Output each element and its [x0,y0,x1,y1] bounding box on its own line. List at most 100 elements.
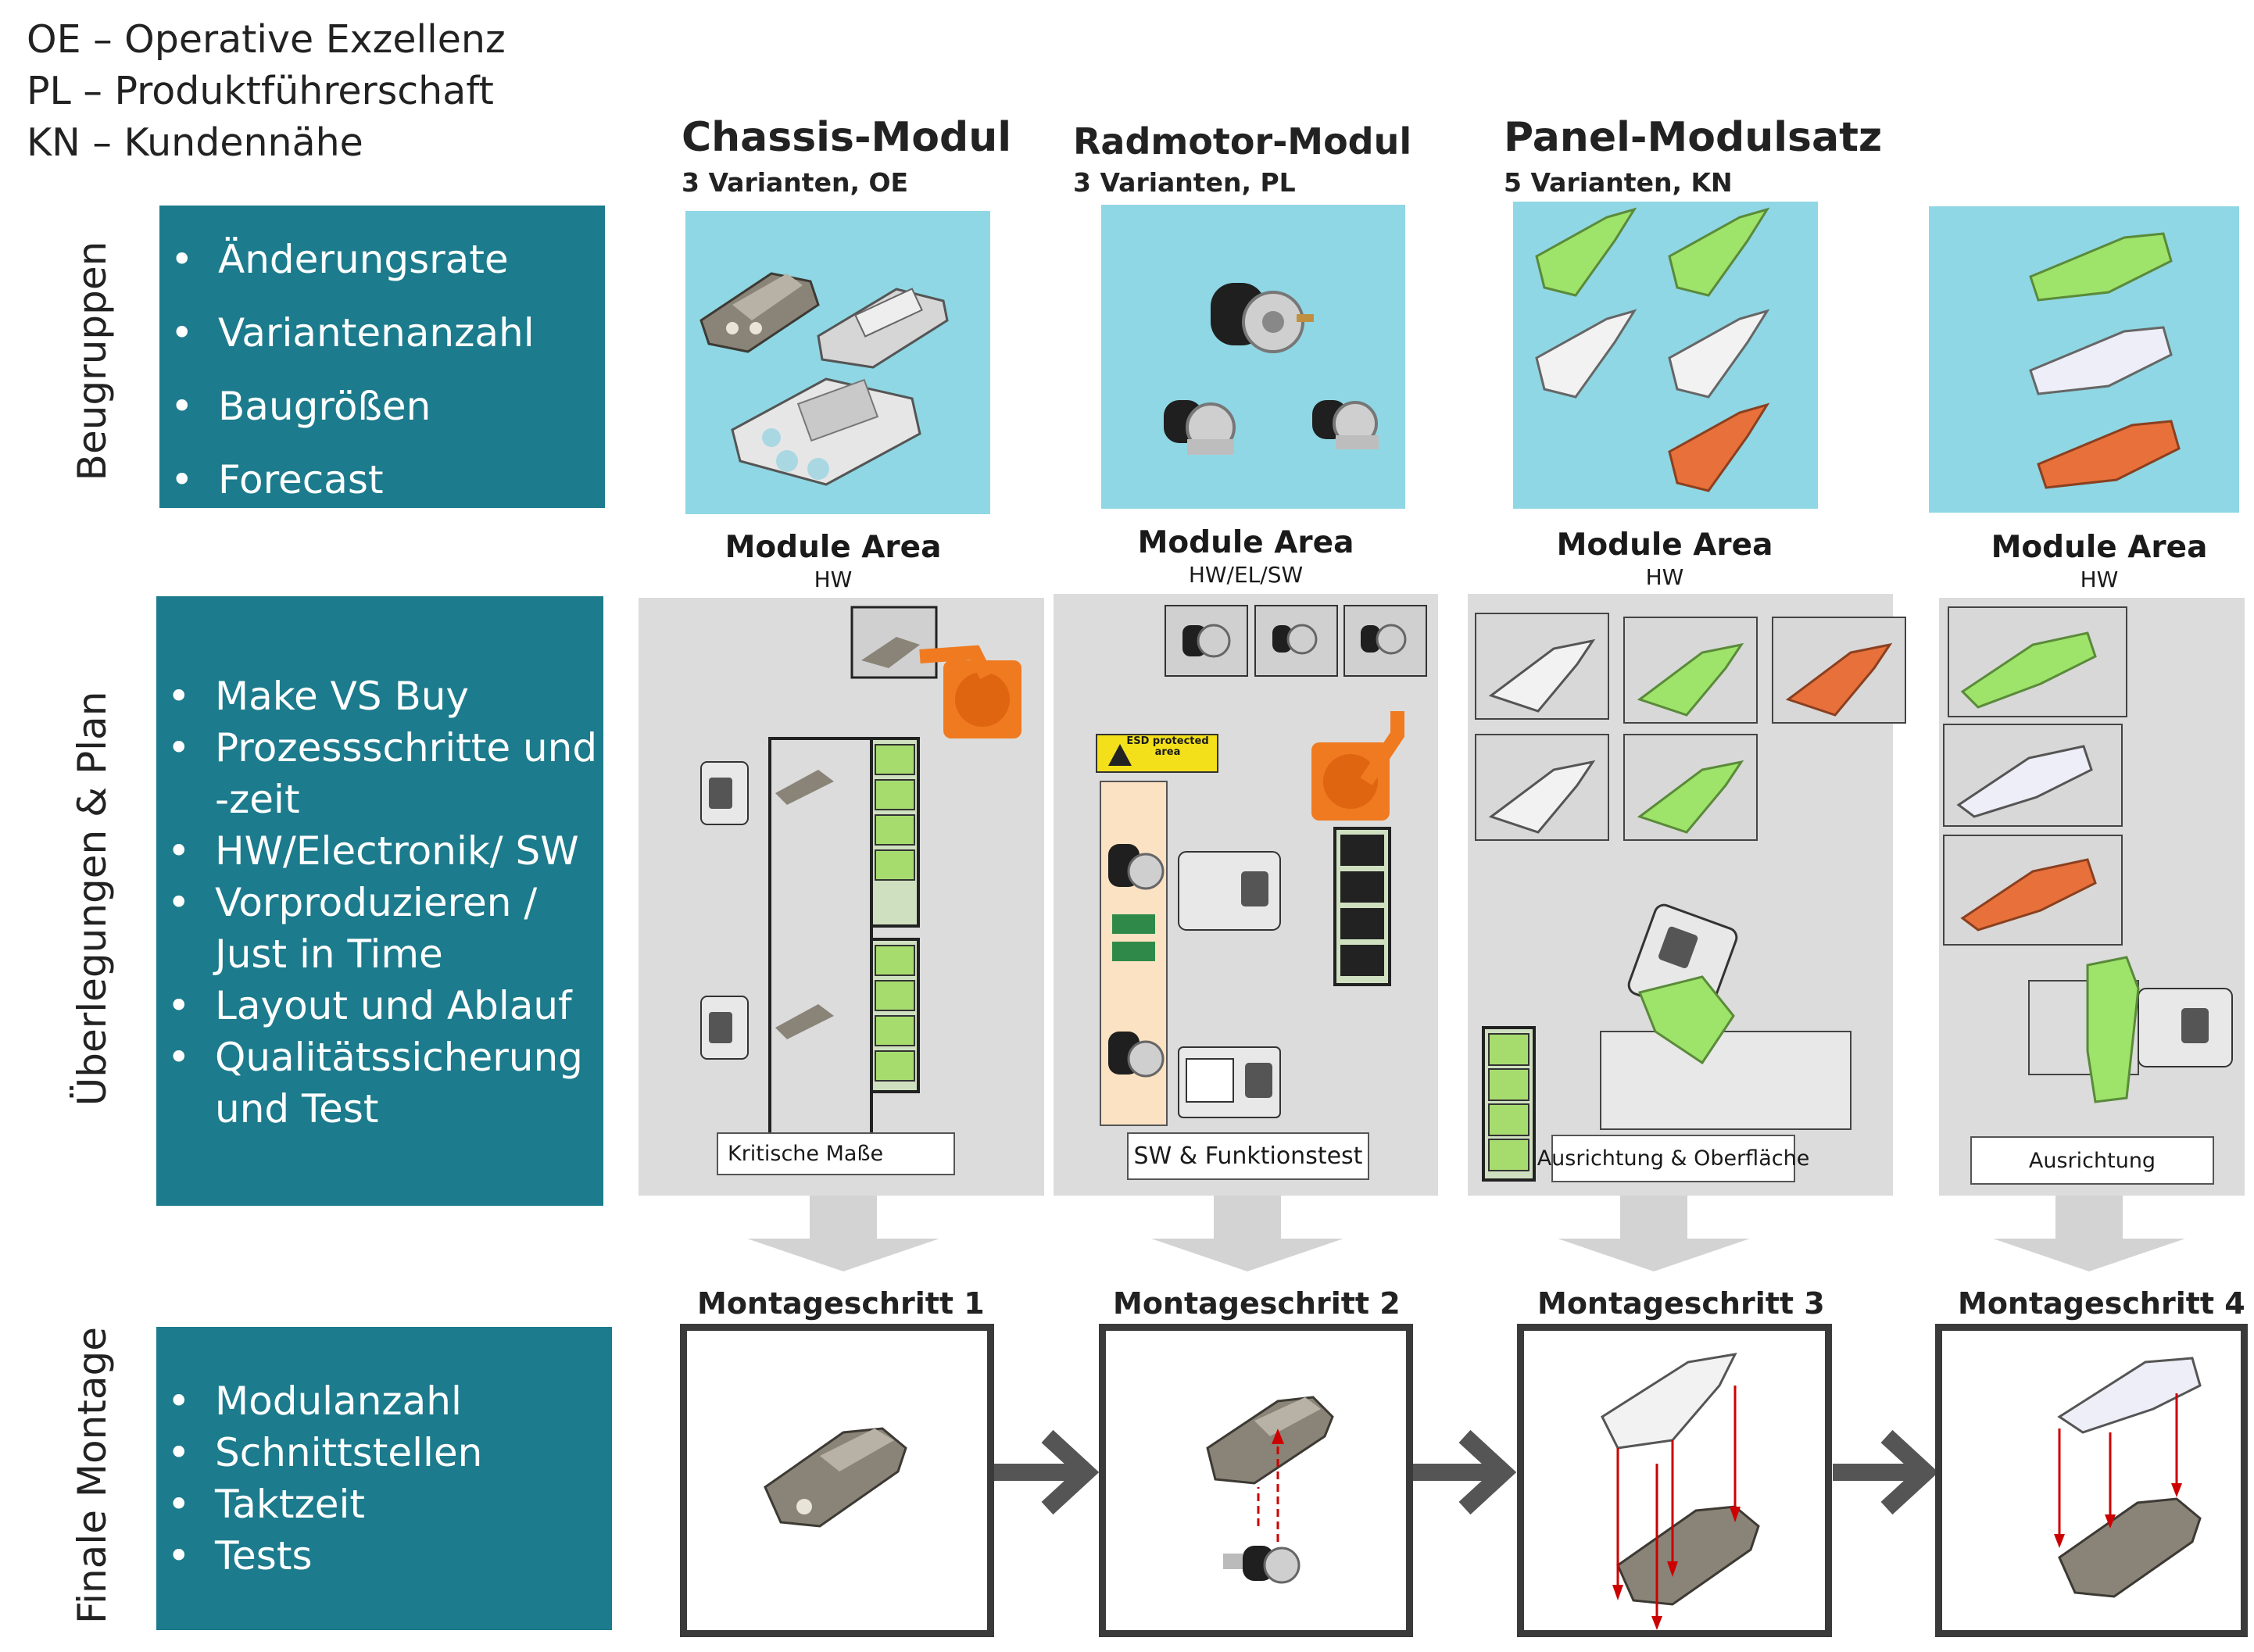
pcb-icon [1112,942,1155,961]
label-ausrichtung: Ausrichtung [1970,1136,2214,1185]
panel-part-icon [1956,745,2093,818]
down-arrow-icon [747,1196,939,1271]
motor-icon [1312,400,1379,449]
module-sub-panel: 5 Varianten, KN [1504,167,1733,198]
motor-icon [1211,283,1314,353]
motor-icon [1361,625,1380,653]
panel-part-icon [1637,760,1744,834]
label-ausrichtung-oberflaeche: Ausrichtung & Oberfläche [1537,1135,1809,1182]
panel-part-icon [1637,642,1744,717]
criteria-item: Layout und Ablauf [156,980,603,1032]
step-title-3: Montageschritt 3 [1537,1286,1825,1321]
legend-pl: PL – Produktführerschaft [27,69,494,113]
chassis-part-icon [775,1004,834,1039]
criteria-item-continued: Just in Time [215,931,443,977]
step-title-2: Montageschritt 2 [1113,1286,1401,1321]
panel-part-icon [1960,631,2097,709]
radmotor-variants-image [1101,205,1405,509]
chassis-part-icon [1616,1505,1760,1606]
down-arrow-icon [1151,1196,1343,1271]
final-panel-variants-image [1929,206,2239,513]
area-sub: HW [2080,567,2119,592]
criteria-box-montage: Modulanzahl Schnittstellen Taktzeit Test… [156,1327,612,1630]
module-sub-radmotor: 3 Varianten, PL [1073,167,1296,198]
module-area-1 [639,598,1044,1196]
panel-variants-image [1513,202,1818,509]
panel-part-icon [1668,402,1770,492]
step-box-2 [1099,1324,1413,1637]
panel-part-icon [1535,309,1637,399]
panel-part-icon [1960,858,2097,931]
area-title: Module Area [724,530,942,565]
motor-icon [1164,400,1236,455]
down-arrow-icon [1558,1196,1750,1271]
panel-part-icon [1785,642,1893,717]
chassis-part-icon [817,288,949,369]
area-title: Module Area [1556,527,1773,563]
right-arrow-icon [1833,1429,1939,1515]
area-title: Module Area [1991,530,2208,565]
panel-part-icon [2057,1357,2202,1434]
legend-kn: KN – Kundennähe [27,120,363,165]
chassis-part-icon [1206,1396,1334,1485]
criteria-item: Vorproduzieren / [156,877,603,928]
motor-icon [1272,625,1292,653]
criteria-item: Baugrößen [159,370,605,443]
area-header-1: Module Area HW [677,530,989,592]
area-header-4: Module Area HW [1943,530,2254,592]
criteria-item: Modulanzahl [156,1375,612,1427]
chassis-part-icon [699,272,820,353]
module-title-radmotor: Radmotor-Modul [1073,120,1412,163]
criteria-item-continued: und Test [215,1086,379,1132]
label-sw-funktionstest: SW & Funktionstest [1127,1132,1369,1180]
panel-part-icon [1668,309,1770,399]
chassis-part-icon [2058,1497,2202,1598]
criteria-item: Tests [156,1530,612,1582]
panel-part-icon [1535,207,1637,297]
step-box-3 [1517,1324,1832,1637]
alignment-table [1600,1031,1852,1130]
area-sub: HW [814,567,853,592]
legend-oe: OE – Operative Exzellenz [27,17,506,62]
criteria-box-beugruppen: Änderungsrate Variantenanzahl Baugrößen … [159,206,605,517]
panel-part-icon [1668,207,1770,297]
criteria-item: Schnittstellen [156,1427,612,1479]
panel-part-icon [2029,326,2173,395]
step-title-4: Montageschritt 4 [1958,1286,2245,1321]
module-area-4 [1939,598,2245,1196]
module-area-3 [1468,594,1906,1196]
chassis-part-icon [731,377,921,486]
step-box-1 [680,1324,994,1637]
right-arrow-icon [1411,1429,1517,1515]
criteria-item: Taktzeit [156,1479,612,1530]
criteria-box-planung: Make VS Buy Prozessschritte und -zeit HW… [156,596,603,1206]
area-header-2: Module Area HW/EL/SW [1089,525,1402,588]
motor-icon [1223,1546,1301,1584]
panel-part-icon [1637,975,1735,1065]
step-title-1: Montageschritt 1 [697,1286,985,1321]
chassis-part-icon [775,770,834,805]
legend: OE – Operative Exzellenz PL – Produktfüh… [27,14,506,169]
chassis-variants-image [685,211,990,514]
criteria-item: Qualitätssicherung [156,1032,603,1083]
panel-part-icon [1601,1353,1737,1450]
module-sub-chassis: 3 Varianten, OE [682,167,909,198]
criteria-item: Änderungsrate [159,223,605,296]
panel-part-icon [1488,638,1596,713]
down-arrow-icon [1993,1196,2185,1271]
pcb-icon [1112,914,1155,934]
criteria-item: Forecast [159,443,605,517]
right-arrow-icon [993,1429,1100,1515]
esd-sign-text: ESD protected area [1126,735,1209,758]
criteria-item: HW/Electronik/ SW [156,825,603,877]
panel-part-icon [2037,420,2181,489]
step-box-4 [1935,1324,2248,1637]
chassis-part-icon [764,1427,907,1528]
module-title-chassis: Chassis-Modul [682,114,1012,161]
area-header-3: Module Area HW [1508,527,1821,590]
panel-part-icon [2086,956,2140,1103]
chassis-part-icon [861,637,920,668]
area-sub: HW [1645,564,1684,590]
criteria-item-continued: -zeit [215,777,300,822]
